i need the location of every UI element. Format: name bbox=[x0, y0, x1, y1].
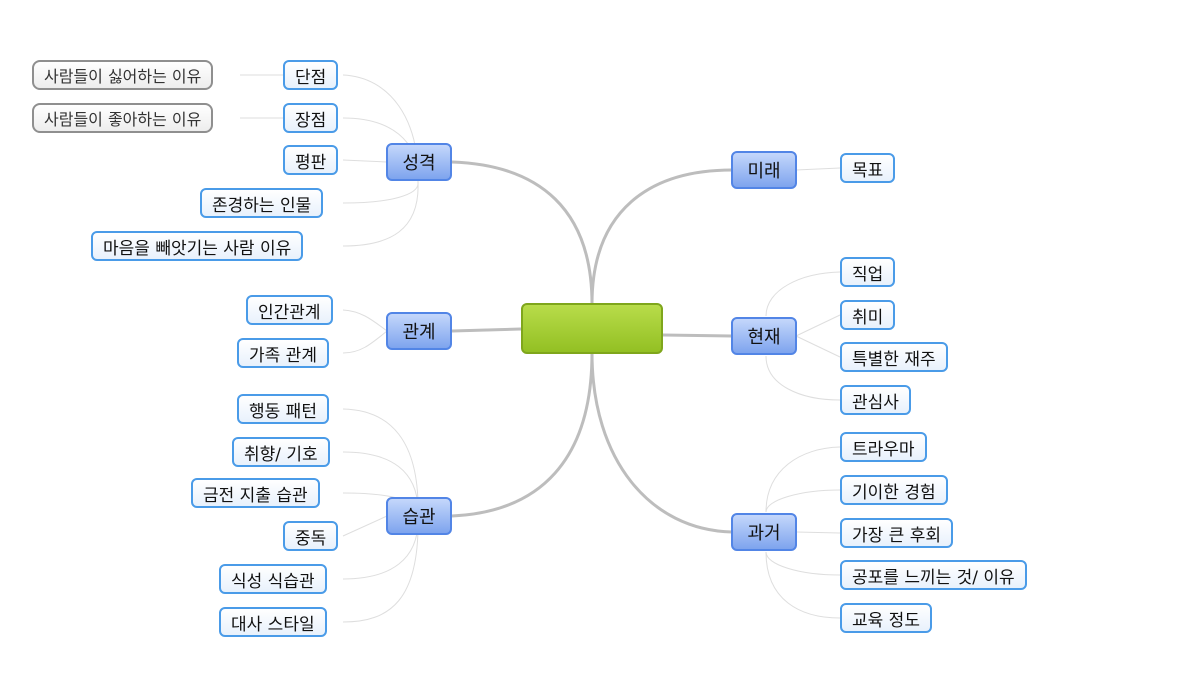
subtopic-reputation[interactable]: 평판 bbox=[283, 145, 339, 175]
subtopic-attraction-reason[interactable]: 마음을 빼앗기는 사람 이유 bbox=[91, 231, 304, 261]
subtopic-spending-habits[interactable]: 금전 지출 습관 bbox=[191, 478, 320, 508]
topic-relations[interactable]: 관계 bbox=[386, 312, 452, 350]
subtopic-goal[interactable]: 목표 bbox=[840, 153, 896, 183]
subtopic-trauma[interactable]: 트라우마 bbox=[840, 432, 927, 462]
subtopic-addiction[interactable]: 중독 bbox=[283, 521, 339, 551]
note-why-people-dislike[interactable]: 사람들이 싫어하는 이유 bbox=[32, 60, 214, 90]
note-why-people-like[interactable]: 사람들이 좋아하는 이유 bbox=[32, 103, 214, 133]
subtopic-occupation[interactable]: 직업 bbox=[840, 257, 896, 287]
subtopic-hobby[interactable]: 취미 bbox=[840, 300, 896, 330]
subtopic-preferences[interactable]: 취향/ 기호 bbox=[232, 437, 330, 467]
topic-future[interactable]: 미래 bbox=[731, 151, 797, 189]
topic-personality[interactable]: 성격 bbox=[386, 143, 452, 181]
subtopic-education[interactable]: 교육 정도 bbox=[840, 603, 932, 633]
subtopic-strength[interactable]: 장점 bbox=[283, 103, 339, 133]
subtopic-behavior-pattern[interactable]: 행동 패턴 bbox=[237, 394, 329, 424]
subtopic-fears[interactable]: 공포를 느끼는 것/ 이유 bbox=[840, 560, 1027, 590]
topic-past[interactable]: 과거 bbox=[731, 513, 797, 551]
subtopic-eating-habits[interactable]: 식성 식습관 bbox=[219, 564, 327, 594]
subtopic-respected-person[interactable]: 존경하는 인물 bbox=[200, 188, 324, 218]
subtopic-interests[interactable]: 관심사 bbox=[840, 385, 911, 415]
subtopic-special-talent[interactable]: 특별한 재주 bbox=[840, 342, 948, 372]
central-topic[interactable] bbox=[521, 303, 663, 354]
subtopic-biggest-regret[interactable]: 가장 큰 후회 bbox=[840, 518, 954, 548]
subtopic-speech-style[interactable]: 대사 스타일 bbox=[219, 607, 327, 637]
topic-present[interactable]: 현재 bbox=[731, 317, 797, 355]
main-branch-links bbox=[451, 160, 733, 534]
subtopic-family-relations[interactable]: 가족 관계 bbox=[237, 338, 329, 368]
subtopic-strange-experience[interactable]: 기이한 경험 bbox=[840, 475, 948, 505]
subtopic-human-relations[interactable]: 인간관계 bbox=[246, 295, 333, 325]
subtopic-weakness[interactable]: 단점 bbox=[283, 60, 339, 90]
topic-habits[interactable]: 습관 bbox=[386, 497, 452, 535]
